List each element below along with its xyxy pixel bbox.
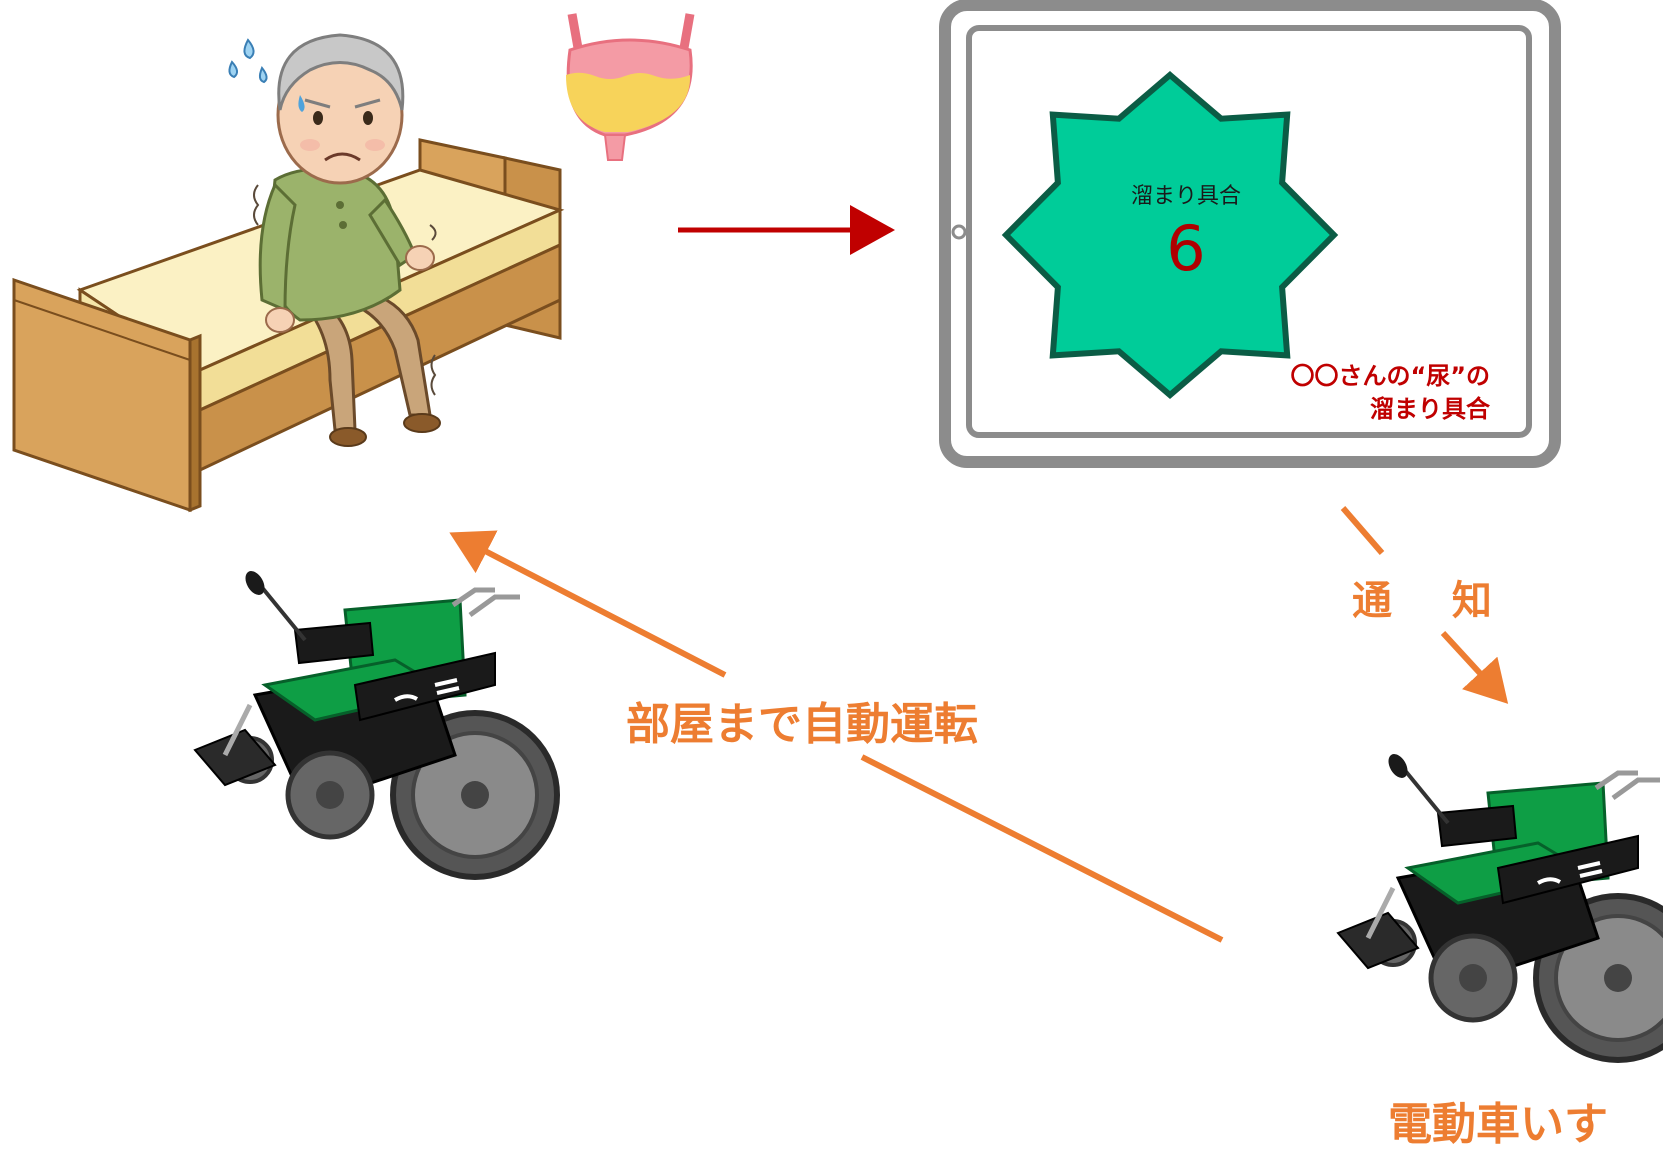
autodrive-label: 部屋まで自動運転 — [620, 688, 984, 752]
tablet-note-line2: 溜まり具合 — [1370, 395, 1490, 423]
notify-label: 通 知 — [1352, 568, 1498, 626]
autodrive-arrow-lower — [860, 754, 1224, 943]
wheelchair-icon — [193, 571, 560, 880]
autodrive-arrow-upper — [449, 530, 727, 678]
star-caption: 溜まり具合 — [1130, 184, 1241, 209]
elderly-man-icon — [228, 33, 441, 447]
notify-label-char1: 通 — [1352, 578, 1398, 624]
tablet-note: 〇〇さんの“尿”の 溜まり具合 — [1240, 360, 1490, 426]
notify-arrow-lower — [1440, 630, 1509, 704]
star-value: 6 — [1166, 212, 1206, 285]
tablet-note-line1: 〇〇さんの“尿”の — [1290, 362, 1490, 390]
star-icon — [1001, 71, 1339, 399]
wheelchair-label: 電動車いす — [1388, 1099, 1608, 1150]
wheelchair-icon — [1336, 754, 1663, 1063]
notify-arrow-upper — [1340, 506, 1385, 555]
bladder-icon — [566, 13, 695, 161]
notify-label-char2: 知 — [1451, 578, 1498, 624]
